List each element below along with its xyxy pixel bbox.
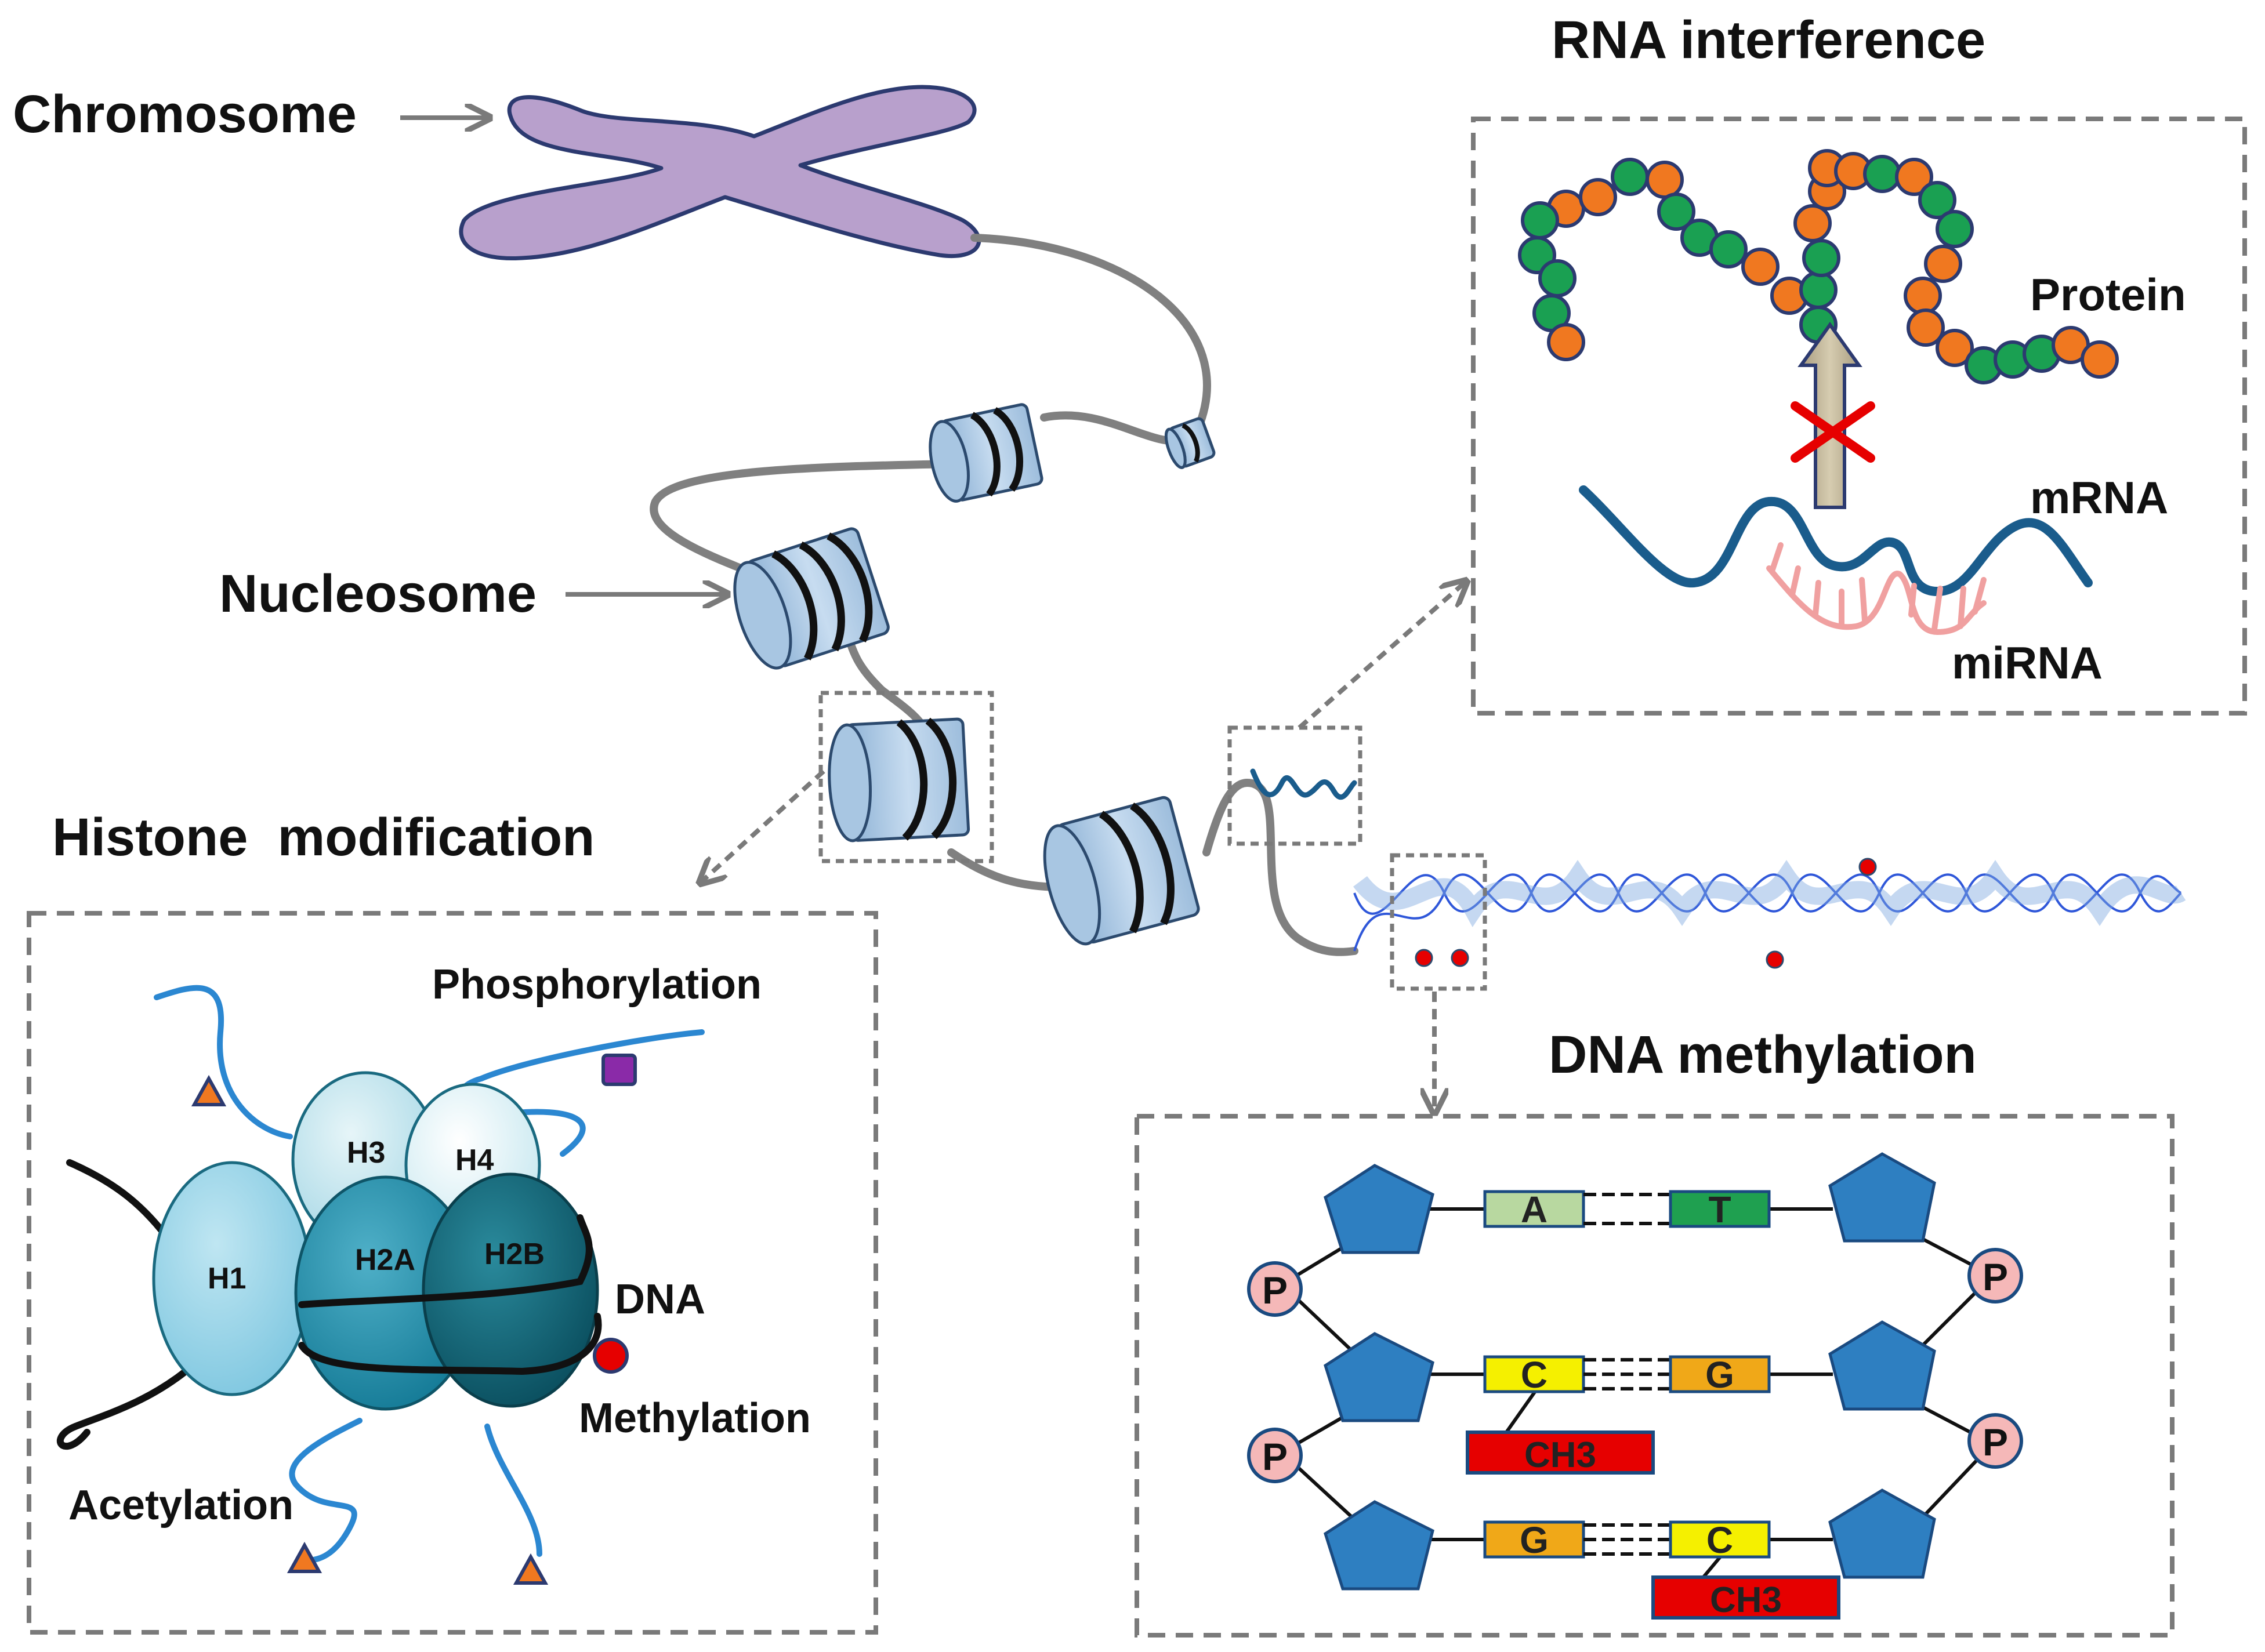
methylation-mark — [593, 1338, 629, 1374]
svg-text:A: A — [1521, 1189, 1548, 1230]
rna-interference-title: RNA interference — [1552, 10, 1985, 70]
rna-interference-panel — [1471, 117, 2247, 716]
phosphate-circle: P — [1967, 1413, 2023, 1469]
chromosome — [459, 85, 981, 261]
block-x-icon — [1791, 401, 1875, 463]
sugar-pentagon — [1324, 1164, 1434, 1254]
protein-chain — [1518, 149, 2119, 384]
svg-text:G: G — [1520, 1519, 1549, 1561]
h4-label: H4 — [455, 1143, 494, 1177]
amino-acid-bead — [1657, 193, 1695, 231]
acetylation-mark — [513, 1553, 549, 1585]
svg-text:P: P — [1262, 1269, 1288, 1312]
svg-text:CH3: CH3 — [1524, 1435, 1596, 1475]
sugar-pentagon — [1828, 1320, 1936, 1411]
blocked-translation-arrow — [1797, 321, 1862, 509]
nucleosome-boxed — [828, 717, 970, 843]
amino-acid-bead — [1579, 178, 1617, 216]
histone-zoom-box — [818, 691, 994, 863]
dna-methylation-panel — [1135, 1114, 2175, 1638]
mrna-strand — [1579, 485, 2093, 597]
dna-methyl-zoom-box — [1390, 853, 1487, 991]
nucleosome-lower — [1043, 796, 1200, 946]
amino-acid-bead — [1793, 204, 1832, 242]
methylation-label: Methylation — [579, 1395, 811, 1442]
h2b-label: H2B — [484, 1237, 545, 1271]
sugar-pentagon — [1828, 1488, 1936, 1579]
helix-methyl-mark — [1858, 858, 1877, 876]
nucleosome-upper — [929, 403, 1043, 503]
sugar-pentagon — [1828, 1152, 1936, 1243]
amino-acid-bead — [1611, 158, 1649, 196]
nucleosome-middle — [733, 527, 890, 670]
amino-acid-bead — [1936, 329, 1974, 367]
base-pair-a-t: A T — [1483, 1189, 1771, 1230]
sugar-pentagon — [1324, 1332, 1434, 1422]
phosphate-circle: P — [1967, 1248, 2023, 1304]
mirna-strand — [1766, 542, 1987, 636]
amino-acid-bead — [1918, 181, 1956, 219]
amino-acid-bead — [1907, 308, 1945, 347]
rna-zoom-arrow — [1298, 583, 1465, 730]
rna-zoom-box — [1227, 725, 1362, 846]
amino-acid-bead — [1709, 230, 1748, 268]
amino-acid-bead — [1538, 259, 1577, 297]
phosphate-circle: P — [1247, 1261, 1303, 1317]
phosphorylation-label: Phosphorylation — [432, 961, 762, 1008]
acetylation-mark — [287, 1541, 322, 1573]
phosphorylation-mark — [601, 1054, 637, 1086]
helix-methyl-mark — [1766, 950, 1784, 969]
amino-acid-bead — [1895, 158, 1933, 196]
methyl-group: CH3 — [1466, 1430, 1655, 1475]
h2a-label: H2A — [355, 1243, 415, 1277]
svg-text:C: C — [1706, 1519, 1733, 1561]
mrna-label: mRNA — [2030, 472, 2168, 523]
amino-acid-bead — [1863, 155, 1901, 193]
base-pair-c-g: C G — [1483, 1354, 1771, 1396]
amino-acid-bead — [1936, 210, 1974, 248]
dna-helix — [1353, 860, 2186, 952]
sugar-pentagon — [1324, 1500, 1434, 1591]
protein-label: Protein — [2030, 269, 2186, 320]
amino-acid-bead — [1799, 271, 1838, 309]
acetylation-label: Acetylation — [68, 1482, 293, 1528]
svg-text:T: T — [1708, 1189, 1731, 1230]
amino-acid-bead — [1521, 201, 1559, 239]
svg-text:P: P — [1262, 1435, 1288, 1478]
amino-acid-bead — [1547, 323, 1585, 361]
svg-text:C: C — [1521, 1354, 1548, 1396]
svg-text:CH3: CH3 — [1710, 1580, 1782, 1620]
amino-acid-bead — [1802, 239, 1840, 277]
svg-text:G: G — [1705, 1354, 1734, 1396]
histone-modification-title: Histone modification — [52, 808, 595, 867]
histone-modification-panel — [27, 911, 878, 1635]
helix-methyl-mark — [1415, 949, 1433, 967]
mirna-label: miRNA — [1952, 637, 2103, 688]
nucleosome-small — [1164, 417, 1216, 469]
histone-zoom-arrow — [702, 769, 825, 881]
dna-methylation-title: DNA methylation — [1549, 1025, 1977, 1084]
nucleosome-label: Nucleosome — [219, 564, 537, 623]
histone-dna-label: DNA — [615, 1276, 705, 1323]
amino-acid-bead — [1904, 277, 1942, 315]
methyl-group: CH3 — [1651, 1575, 1840, 1620]
svg-text:P: P — [1983, 1255, 2008, 1298]
amino-acid-bead — [1741, 248, 1780, 286]
amino-acid-bead — [1924, 245, 1962, 283]
chromosome-label: Chromosome — [13, 85, 357, 144]
histone-dna-front — [298, 1214, 602, 1375]
svg-text:P: P — [1983, 1421, 2008, 1464]
helix-methyl-mark — [1451, 949, 1469, 967]
mini-mrna — [1250, 768, 1357, 800]
phosphate-circle: P — [1247, 1428, 1303, 1483]
h1-label: H1 — [208, 1262, 246, 1295]
acetylation-mark — [191, 1074, 227, 1106]
amino-acid-bead — [2081, 340, 2119, 379]
h3-label: H3 — [347, 1136, 385, 1170]
amino-acid-bead — [1646, 161, 1684, 199]
base-pair-g-c: G C — [1483, 1519, 1771, 1561]
